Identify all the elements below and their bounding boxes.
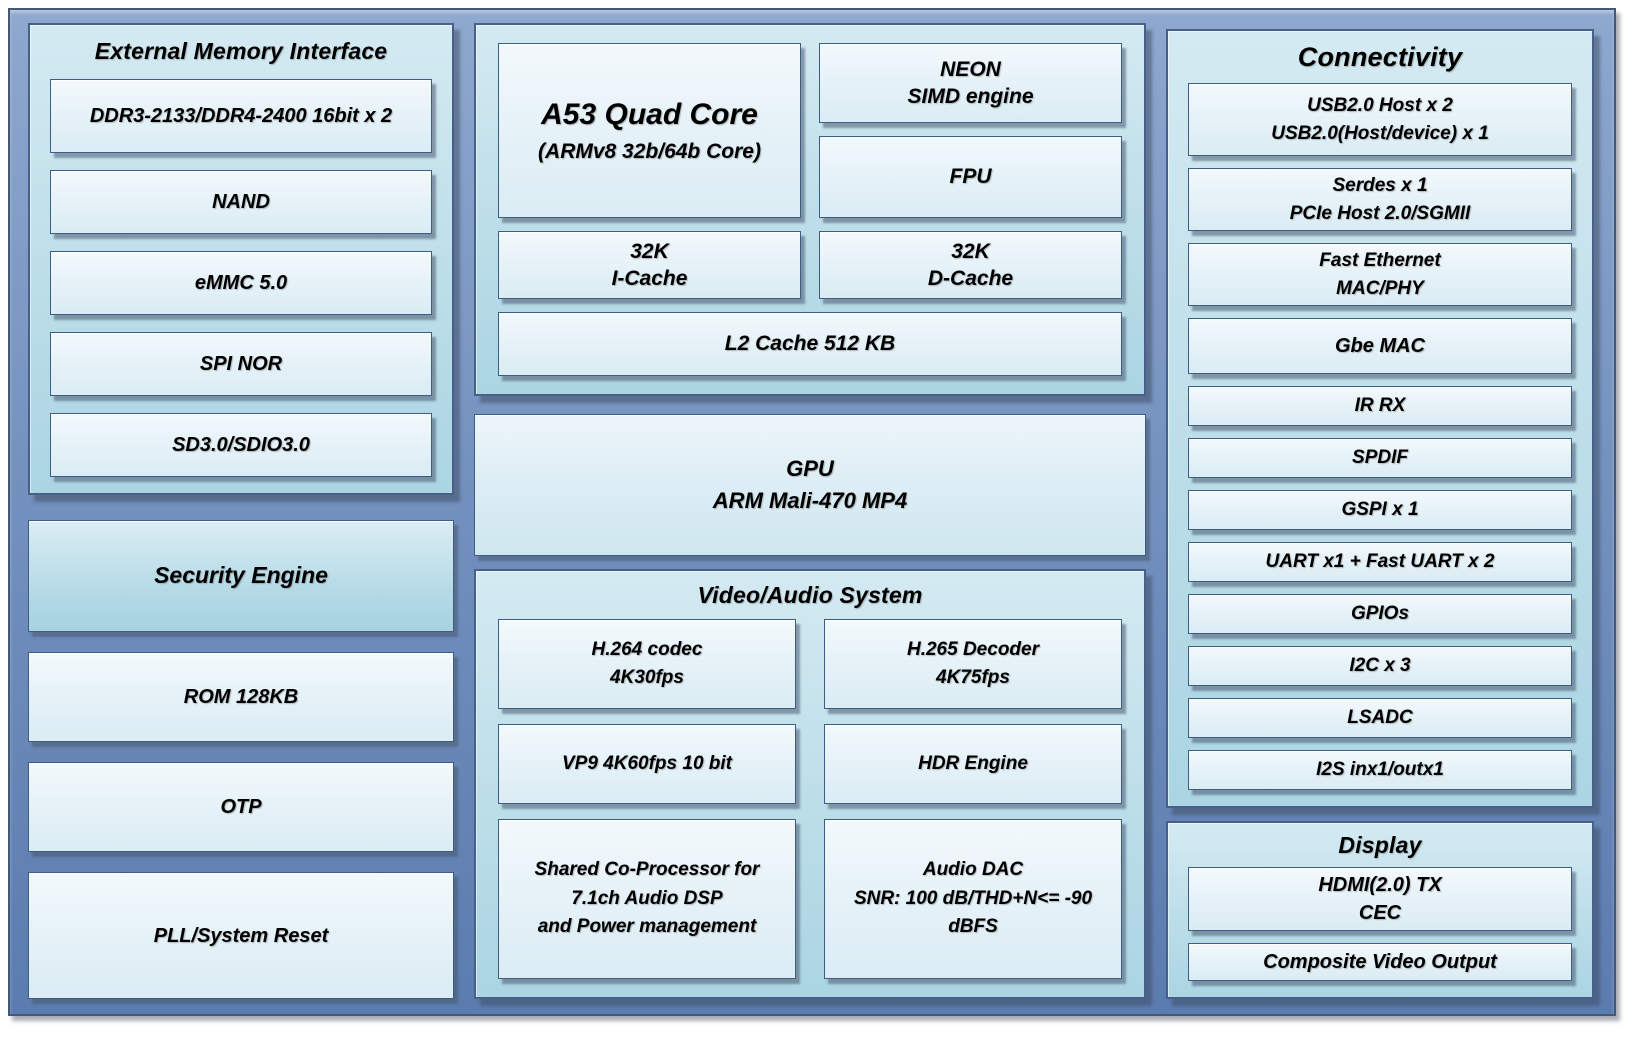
diagram-columns: External Memory Interface DDR3-2133/DDR4…	[10, 10, 1614, 1014]
box-audio-dac: Audio DAC SNR: 100 dB/THD+N<= -90 dBFS	[824, 819, 1122, 979]
panel-connectivity: Connectivity USB2.0 Host x 2 USB2.0(Host…	[1166, 29, 1594, 808]
panel-external-memory-interface: External Memory Interface DDR3-2133/DDR4…	[28, 23, 454, 495]
box-h265-decoder: H.265 Decoder 4K75fps	[824, 619, 1122, 709]
video-audio-system-body: H.264 codec 4K30fps H.265 Decoder 4K75fp…	[498, 619, 1122, 979]
connectivity-title: Connectivity	[1297, 41, 1463, 72]
box-i-cache: 32K I-Cache	[498, 231, 801, 299]
box-a53-quad-core: A53 Quad Core (ARMv8 32b/64b Core)	[498, 43, 801, 218]
box-gpu: GPU ARM Mali-470 MP4	[474, 414, 1146, 556]
box-fast-ethernet: Fast Ethernet MAC/PHY	[1188, 243, 1572, 306]
box-serdes-pcie: Serdes x 1 PCIe Host 2.0/SGMII	[1188, 168, 1572, 231]
external-memory-interface-body: DDR3-2133/DDR4-2400 16bit x 2 NAND eMMC …	[30, 77, 452, 493]
box-gspi: GSPI x 1	[1188, 490, 1572, 530]
soc-diagram-frame: External Memory Interface DDR3-2133/DDR4…	[8, 8, 1616, 1016]
box-otp: OTP	[28, 762, 454, 852]
a53-core-title: A53 Quad Core	[541, 98, 758, 132]
box-hdr-engine: HDR Engine	[824, 724, 1122, 804]
display-title: Display	[1338, 831, 1422, 858]
box-d-cache: 32K D-Cache	[819, 231, 1122, 299]
box-emmc: eMMC 5.0	[50, 251, 432, 315]
box-sd-sdio: SD3.0/SDIO3.0	[50, 413, 432, 477]
box-gbe-mac: Gbe MAC	[1188, 318, 1572, 374]
box-fpu: FPU	[819, 136, 1122, 218]
video-audio-system-title: Video/Audio System	[697, 581, 923, 608]
panel-video-audio-system: Video/Audio System H.264 codec 4K30fps H…	[474, 569, 1146, 999]
panel-cpu: A53 Quad Core (ARMv8 32b/64b Core) NEON …	[474, 23, 1146, 396]
box-ddr: DDR3-2133/DDR4-2400 16bit x 2	[50, 79, 432, 153]
box-rom: ROM 128KB	[28, 652, 454, 742]
box-gpios: GPIOs	[1188, 594, 1572, 634]
box-neon-simd: NEON SIMD engine	[819, 43, 1122, 123]
box-lsadc: LSADC	[1188, 698, 1572, 738]
box-ir-rx: IR RX	[1188, 386, 1572, 426]
panel-display: Display HDMI(2.0) TX CEC Composite Video…	[1166, 821, 1594, 999]
box-hdmi-tx-cec: HDMI(2.0) TX CEC	[1188, 867, 1572, 931]
a53-core-subtitle: (ARMv8 32b/64b Core)	[538, 140, 761, 164]
box-security-engine: Security Engine	[28, 520, 454, 632]
box-pll-system-reset: PLL/System Reset	[28, 872, 454, 999]
box-uart: UART x1 + Fast UART x 2	[1188, 542, 1572, 582]
box-nand: NAND	[50, 170, 432, 234]
right-column: Connectivity USB2.0 Host x 2 USB2.0(Host…	[1166, 23, 1594, 999]
box-spi-nor: SPI NOR	[50, 332, 432, 396]
middle-column: A53 Quad Core (ARMv8 32b/64b Core) NEON …	[474, 23, 1146, 999]
left-column: External Memory Interface DDR3-2133/DDR4…	[28, 23, 454, 999]
box-spdif: SPDIF	[1188, 438, 1572, 478]
box-h264-codec: H.264 codec 4K30fps	[498, 619, 796, 709]
external-memory-interface-title: External Memory Interface	[94, 37, 388, 64]
box-i2s: I2S inx1/outx1	[1188, 750, 1572, 790]
box-vp9: VP9 4K60fps 10 bit	[498, 724, 796, 804]
box-l2-cache: L2 Cache 512 KB	[498, 312, 1122, 376]
connectivity-body: USB2.0 Host x 2 USB2.0(Host/device) x 1 …	[1188, 83, 1572, 790]
box-shared-co-processor: Shared Co-Processor for 7.1ch Audio DSP …	[498, 819, 796, 979]
box-usb: USB2.0 Host x 2 USB2.0(Host/device) x 1	[1188, 83, 1572, 156]
box-composite-video-output: Composite Video Output	[1188, 943, 1572, 981]
box-i2c: I2C x 3	[1188, 646, 1572, 686]
